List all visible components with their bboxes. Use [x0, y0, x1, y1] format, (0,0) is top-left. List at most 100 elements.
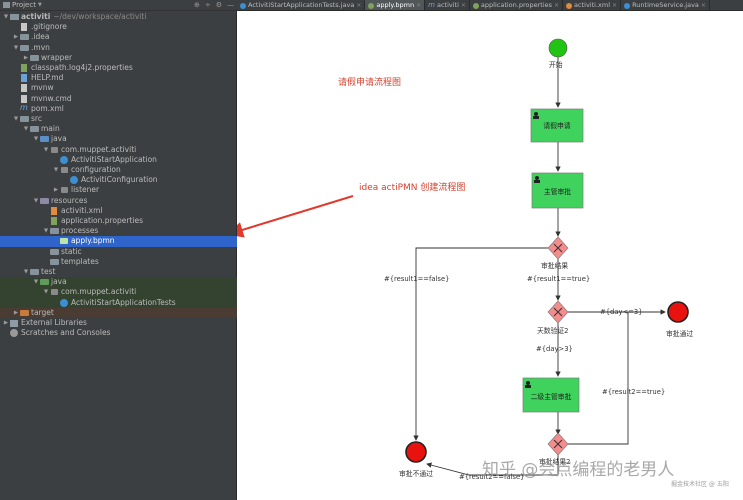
collapse-icon[interactable]: ÷ — [204, 1, 211, 9]
editor-tab[interactable]: apply.bpmn× — [365, 0, 426, 10]
collapse-arrow-icon[interactable]: ▶ — [13, 309, 19, 316]
close-icon[interactable]: × — [356, 2, 362, 9]
collapse-arrow-icon[interactable]: ▶ — [3, 320, 9, 326]
tree-item[interactable]: ▼ src — [0, 114, 237, 124]
tree-item[interactable]: activiti.xml — [0, 206, 237, 216]
expand-arrow-icon[interactable]: ▼ — [33, 197, 39, 204]
maven-icon — [20, 103, 29, 113]
annotation-text: idea actiPMN 创建流程图 — [359, 183, 466, 193]
bpmn-canvas[interactable]: 请假申请流程图 idea actiPMN 创建流程图 开始 请假申请 主管审批 … — [237, 12, 743, 500]
tree-item[interactable]: ▶wrapper — [0, 53, 237, 63]
class-icon — [70, 176, 79, 185]
close-icon[interactable]: × — [416, 2, 422, 9]
editor-tab[interactable]: ActivitiStartApplicationTests.java× — [237, 0, 366, 10]
tree-item[interactable]: ▼ configuration — [0, 165, 237, 175]
expand-arrow-icon[interactable]: ▼ — [43, 289, 49, 296]
expand-arrow-icon[interactable]: ▼ — [13, 116, 19, 122]
panel-dropdown-icon[interactable]: ▼ — [37, 2, 42, 8]
tree-item-selected[interactable]: apply.bpmn — [0, 236, 237, 247]
tree-item[interactable]: ▶target — [0, 307, 237, 318]
tree-item-label: External Libraries — [21, 318, 87, 327]
start-event — [548, 38, 568, 58]
tab-label: activiti.xml — [574, 1, 611, 9]
library-icon — [10, 319, 19, 328]
tree-item[interactable]: Scratches and Consoles — [0, 328, 237, 338]
tree-item[interactable]: classpath.log4j2.properties — [0, 63, 237, 73]
close-icon[interactable]: × — [612, 2, 618, 9]
hide-icon[interactable]: — — [227, 1, 234, 9]
tree-item[interactable]: ▼activiti~/dev/workspace/activiti — [0, 12, 237, 22]
collapse-arrow-icon[interactable]: ▶ — [13, 34, 19, 41]
expand-arrow-icon[interactable]: ▼ — [53, 167, 59, 173]
tree-item[interactable]: templates — [0, 257, 237, 267]
tree-item[interactable]: ▶.idea — [0, 32, 237, 42]
expand-arrow-icon[interactable]: ▼ — [23, 269, 29, 275]
class-file-icon — [240, 2, 246, 9]
expand-arrow-icon[interactable]: ▼ — [13, 44, 19, 51]
tree-item[interactable]: ▼com.muppet.activiti — [0, 145, 237, 155]
tree-item[interactable]: static — [0, 247, 237, 257]
tree-item[interactable]: HELP.md — [0, 73, 237, 83]
close-icon[interactable]: × — [700, 2, 706, 9]
tree-item[interactable]: ActivitiStartApplicationTests — [0, 297, 237, 308]
collapse-arrow-icon[interactable]: ▶ — [53, 187, 59, 194]
expand-arrow-icon[interactable]: ▼ — [43, 228, 49, 235]
cond-result1-false: #{result1==false} — [384, 275, 450, 283]
tree-item[interactable]: ActivitiConfiguration — [0, 175, 237, 185]
cond-result1-true: #{result1==true} — [527, 275, 591, 283]
tree-item[interactable]: ActivitiStartApplication — [0, 155, 237, 165]
panel-tools: ⊕ ÷ ⚙ — — [194, 1, 234, 9]
close-icon[interactable]: × — [554, 2, 560, 9]
tree-item[interactable]: ▼java — [0, 134, 237, 144]
expand-arrow-icon[interactable]: ▼ — [33, 279, 39, 286]
editor-tab[interactable]: activiti.xml× — [563, 0, 622, 10]
task-apply-label: 请假申请 — [543, 122, 571, 130]
tree-item[interactable]: ▼resources — [0, 196, 237, 206]
gear-icon[interactable]: ⚙ — [215, 1, 222, 9]
tree-item[interactable]: ▶listener — [0, 185, 237, 195]
tree-item-label: test — [41, 267, 56, 276]
tree-item-label: activiti.xml — [61, 205, 103, 215]
tree-item[interactable]: ▼ com.muppet.activiti — [0, 287, 237, 298]
gateway2-label: 天数验证2 — [537, 327, 569, 335]
folder-icon — [50, 258, 59, 266]
cond-day-gt3: #{day>3} — [536, 345, 573, 353]
expand-arrow-icon[interactable]: ▼ — [43, 146, 49, 153]
package-icon — [50, 288, 59, 296]
tree-item-label: src — [31, 114, 42, 123]
expand-arrow-icon[interactable]: ▼ — [3, 14, 9, 20]
tree-item[interactable]: ▼processes — [0, 226, 237, 236]
end-event-pass — [667, 301, 689, 323]
expand-arrow-icon[interactable]: ▼ — [23, 126, 29, 133]
locate-icon[interactable]: ⊕ — [193, 1, 200, 9]
tree-item[interactable]: mvnw.cmd — [0, 94, 237, 104]
tree-item[interactable]: .gitignore — [0, 22, 237, 32]
gateway-2 — [547, 300, 569, 324]
task-apply-shape — [530, 108, 584, 143]
tree-item-label: pom.xml — [31, 103, 64, 113]
collapse-arrow-icon[interactable]: ▶ — [23, 54, 29, 61]
file-icon — [20, 23, 29, 32]
props-icon — [20, 64, 29, 73]
close-icon[interactable]: × — [460, 2, 466, 9]
tree-item[interactable]: ▼.mvn — [0, 43, 237, 53]
tree-item[interactable]: ▼java — [0, 277, 237, 288]
tree-item[interactable]: application.properties — [0, 216, 237, 226]
tree-item[interactable]: mvnw — [0, 83, 237, 93]
expand-arrow-icon[interactable]: ▼ — [33, 136, 39, 143]
tree-item[interactable]: ▶ External Libraries — [0, 318, 237, 328]
tree-item[interactable]: ▼main — [0, 124, 237, 134]
bpmn-icon — [60, 237, 69, 245]
tree-item[interactable]: pom.xml — [0, 103, 237, 114]
project-icon — [3, 2, 10, 8]
editor-tab[interactable]: application.properties× — [470, 0, 564, 10]
tree-item-label: configuration — [71, 165, 121, 174]
folder-icon — [30, 54, 39, 62]
tree-item-label: com.muppet.activiti — [61, 287, 137, 297]
editor-tab[interactable]: RuntimeService.java× — [621, 0, 710, 10]
props-file-icon — [472, 2, 479, 9]
panel-title[interactable]: Project — [12, 1, 36, 9]
package-icon — [60, 166, 69, 174]
tree-item[interactable]: ▼ test — [0, 267, 237, 277]
